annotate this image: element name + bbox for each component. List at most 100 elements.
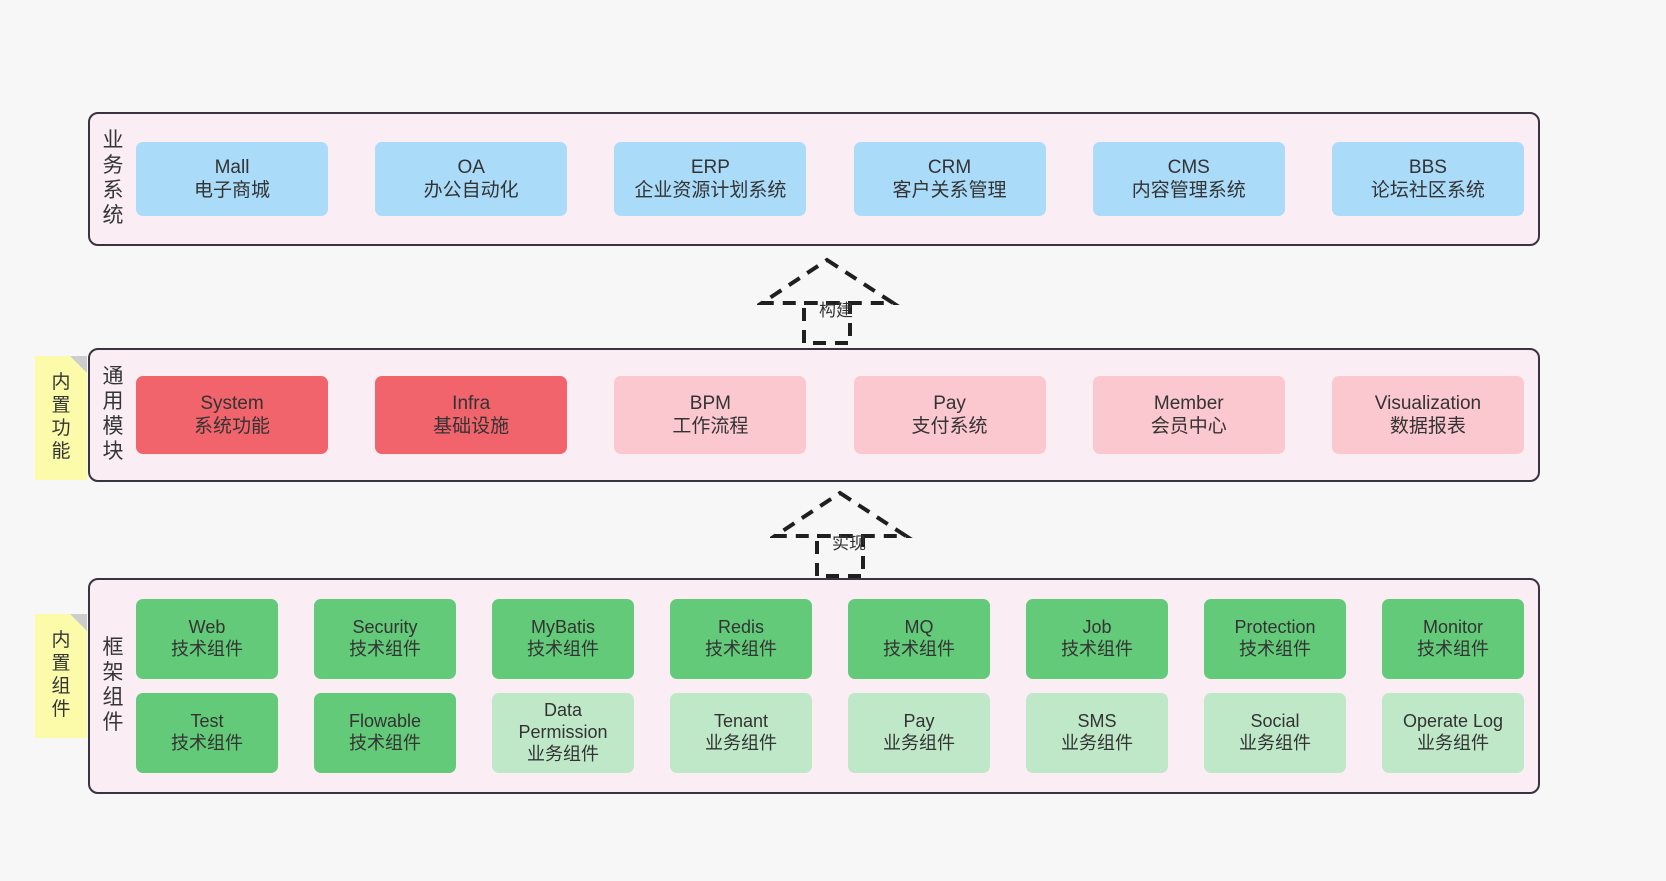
card-title: Web: [188, 617, 226, 638]
card-title: Flowable: [348, 711, 422, 732]
card-row: System 系统功能 Infra 基础设施 BPM 工作流程 Pay 支付系统…: [136, 376, 1524, 454]
layer-label-char: 组: [102, 686, 124, 709]
layer-label-char: 件: [102, 710, 124, 734]
layer-body-business-system: Mall 电子商城 OA 办公自动化 ERP 企业资源计划系统 CRM 客户关系…: [136, 114, 1538, 244]
note-char: 功: [51, 418, 71, 439]
layer-label-char: 模: [102, 415, 124, 438]
card-monitor[interactable]: Monitor 技术组件: [1382, 599, 1524, 679]
note-char: 内: [51, 630, 71, 652]
card-subtitle: 会员中心: [1150, 416, 1227, 437]
card-job[interactable]: Job 技术组件: [1026, 599, 1168, 679]
card-social[interactable]: Social 业务组件: [1204, 693, 1346, 773]
card-visualization[interactable]: Visualization 数据报表: [1331, 376, 1524, 454]
card-subtitle: 业务组件: [1061, 733, 1133, 753]
layer-label-char: 架: [102, 661, 124, 685]
card-title: SMS: [1077, 711, 1117, 732]
card-title: Security: [352, 617, 418, 638]
card-subtitle: 技术组件: [349, 639, 421, 659]
card-row: Test 技术组件 Flowable 技术组件 Data Permission …: [136, 693, 1524, 773]
card-erp[interactable]: ERP 企业资源计划系统: [614, 142, 807, 216]
card-crm[interactable]: CRM 客户关系管理: [853, 142, 1046, 216]
layer-label-framework-component: 框 架 组 件: [90, 580, 136, 792]
note-fold-corner-icon: [70, 356, 87, 373]
card-title: Redis: [717, 617, 765, 638]
card-title: MyBatis: [530, 617, 595, 638]
card-title: Infra: [452, 392, 491, 414]
card-title: Test: [190, 711, 224, 732]
card-row: Mall 电子商城 OA 办公自动化 ERP 企业资源计划系统 CRM 客户关系…: [136, 142, 1524, 216]
card-test[interactable]: Test 技术组件: [136, 693, 278, 773]
implement-connector: 实现: [768, 488, 920, 578]
card-member[interactable]: Member 会员中心: [1092, 376, 1285, 454]
note-char: 组: [51, 676, 71, 697]
implement-connector-label: 实现: [832, 534, 866, 553]
note-char: 件: [51, 698, 71, 720]
card-title: Monitor: [1422, 617, 1484, 638]
card-subtitle: 技术组件: [1061, 639, 1133, 659]
card-subtitle: 企业资源计划系统: [634, 180, 787, 201]
card-subtitle: 电子商城: [193, 180, 270, 201]
card-infra[interactable]: Infra 基础设施: [375, 376, 568, 454]
card-title: Mall: [214, 156, 250, 178]
note-char: 内: [51, 372, 71, 394]
card-subtitle: 系统功能: [193, 416, 270, 437]
card-title: Data Permission: [518, 700, 608, 743]
card-subtitle: 业务组件: [883, 733, 955, 753]
card-subtitle: 技术组件: [527, 639, 599, 659]
build-connector: 构建: [755, 255, 907, 345]
layer-label-char: 块: [102, 439, 124, 463]
layer-label-char: 系: [102, 179, 124, 202]
build-connector-arrow-icon: [755, 257, 900, 345]
card-subtitle: 客户关系管理: [892, 180, 1007, 201]
build-connector-label: 构建: [819, 301, 853, 320]
layer-label-char: 用: [102, 390, 124, 414]
layer-label-char: 务: [102, 154, 124, 178]
card-tenant[interactable]: Tenant 业务组件: [670, 693, 812, 773]
card-bbs[interactable]: BBS 论坛社区系统: [1331, 142, 1524, 216]
card-cms[interactable]: CMS 内容管理系统: [1092, 142, 1285, 216]
card-subtitle: 工作流程: [672, 416, 749, 437]
card-mybatis[interactable]: MyBatis 技术组件: [492, 599, 634, 679]
card-title: Member: [1153, 392, 1224, 414]
card-subtitle: 基础设施: [433, 416, 510, 437]
card-mq[interactable]: MQ 技术组件: [848, 599, 990, 679]
card-subtitle: 业务组件: [1417, 733, 1489, 753]
layer-body-framework-component: Web 技术组件 Security 技术组件 MyBatis 技术组件 Redi…: [136, 580, 1538, 792]
card-redis[interactable]: Redis 技术组件: [670, 599, 812, 679]
layer-label-business-system: 业 务 系 统: [90, 114, 136, 244]
card-title: Social: [1250, 711, 1300, 732]
card-data-permission[interactable]: Data Permission 业务组件: [492, 693, 634, 773]
card-title: ERP: [690, 156, 730, 178]
card-flowable[interactable]: Flowable 技术组件: [314, 693, 456, 773]
card-pay-module[interactable]: Pay 支付系统: [853, 376, 1046, 454]
layer-business-system: 业 务 系 统 Mall 电子商城 OA 办公自动化 ERP 企业资源计划系统: [88, 112, 1540, 246]
card-mall[interactable]: Mall 电子商城: [136, 142, 328, 216]
card-system[interactable]: System 系统功能: [136, 376, 328, 454]
card-protection[interactable]: Protection 技术组件: [1204, 599, 1346, 679]
card-subtitle: 技术组件: [1417, 639, 1489, 659]
card-title: Protection: [1234, 617, 1316, 638]
card-title: CRM: [927, 156, 972, 178]
card-subtitle: 业务组件: [705, 733, 777, 753]
card-title: MQ: [904, 617, 934, 638]
layer-label-common-module: 通 用 模 块: [90, 350, 136, 480]
card-title: Visualization: [1374, 392, 1482, 414]
implement-connector-arrow-icon: [768, 490, 913, 578]
card-bpm[interactable]: BPM 工作流程: [614, 376, 807, 454]
card-subtitle: 技术组件: [883, 639, 955, 659]
card-web[interactable]: Web 技术组件: [136, 599, 278, 679]
card-title: System: [200, 392, 264, 414]
note-fold-corner-icon: [70, 614, 87, 631]
card-subtitle: 内容管理系统: [1131, 180, 1246, 201]
card-subtitle: 支付系统: [911, 416, 988, 437]
card-subtitle: 办公自动化: [423, 180, 519, 201]
card-operate-log[interactable]: Operate Log 业务组件: [1382, 693, 1524, 773]
card-oa[interactable]: OA 办公自动化: [375, 142, 568, 216]
card-subtitle: 技术组件: [705, 639, 777, 659]
card-sms[interactable]: SMS 业务组件: [1026, 693, 1168, 773]
note-char: 能: [51, 440, 71, 462]
card-security[interactable]: Security 技术组件: [314, 599, 456, 679]
card-row: Web 技术组件 Security 技术组件 MyBatis 技术组件 Redi…: [136, 599, 1524, 679]
card-pay-component[interactable]: Pay 业务组件: [848, 693, 990, 773]
